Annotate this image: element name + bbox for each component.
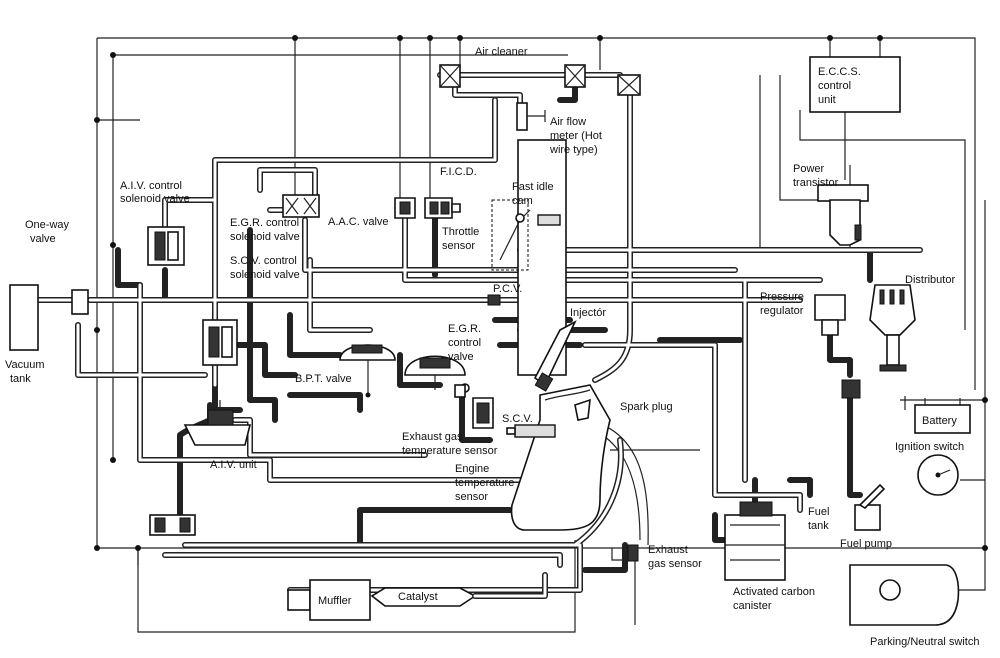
- scv-control-solenoid-valve: [202, 319, 238, 366]
- label-scv-solenoid-2: solenoid valve: [230, 269, 300, 281]
- aiv-unit: [149, 400, 252, 536]
- air-cleaner: [439, 64, 641, 96]
- battery: [914, 398, 971, 434]
- labels: Air cleaner E.C.C.S. control unit Air fl…: [5, 46, 979, 648]
- label-one-way-valve: One-way: [25, 219, 70, 231]
- vacuum-tank: [9, 284, 39, 351]
- label-parking-neutral-switch: Parking/Neutral switch: [870, 636, 979, 648]
- label-catalyst: Catalyst: [398, 591, 438, 603]
- label-pressure-regulator: Pressure: [760, 291, 804, 303]
- muffler: [309, 579, 371, 621]
- aiv-control-solenoid-valve: [147, 226, 185, 266]
- label-air-cleaner: Air cleaner: [475, 46, 528, 58]
- label-battery: Battery: [922, 415, 957, 427]
- label-exhaust-gas-temp-2: temperature sensor: [402, 445, 498, 457]
- label-vacuum-tank: Vacuum: [5, 359, 45, 371]
- label-canister: Activated carbon: [733, 586, 815, 598]
- label-scv: S.C.V.: [502, 413, 533, 425]
- injector: [533, 320, 577, 392]
- label-egr-valve-2: control: [448, 337, 481, 349]
- label-vacuum-tank-2: tank: [10, 373, 31, 385]
- pcv-valve: [487, 294, 501, 306]
- fuel-pump: [841, 379, 861, 399]
- activated-carbon-canister: [724, 501, 786, 581]
- label-eccs-2: control: [818, 80, 851, 92]
- distributor: [869, 284, 916, 372]
- label-pcv: P.C.V.: [493, 283, 522, 295]
- label-throttle-sensor-2: sensor: [442, 240, 475, 252]
- label-exhaust-gas-sensor: Exhaust: [648, 544, 688, 556]
- label-engine-temp-3: sensor: [455, 491, 488, 503]
- label-aiv-control: A.I.V. control: [120, 180, 182, 192]
- label-fast-idle-cam: Fast idle: [512, 181, 554, 193]
- engine-cylinder: [510, 384, 611, 531]
- exhaust-gas-temperature-sensor: [454, 384, 466, 398]
- label-canister-2: canister: [733, 600, 772, 612]
- label-power-transistor-2: transistor: [793, 177, 839, 189]
- label-aac-valve: A.A.C. valve: [328, 216, 389, 228]
- label-engine-temp: Engine: [455, 463, 489, 475]
- label-muffler: Muffler: [318, 595, 352, 607]
- exhaust-gas-sensor: [627, 544, 639, 562]
- label-air-flow-meter: Air flow: [550, 116, 586, 128]
- label-aiv-unit: A.I.V. unit: [210, 459, 257, 471]
- aac-valve: [394, 197, 416, 219]
- label-egr-valve: E.G.R.: [448, 323, 481, 335]
- label-egr-solenoid: E.G.R. control: [230, 217, 299, 229]
- label-spark-plug: Spark plug: [620, 401, 673, 413]
- label-power-transistor: Power: [793, 163, 825, 175]
- label-fuel-tank: Fuel: [808, 506, 829, 518]
- label-exhaust-gas-temp: Exhaust gas: [402, 431, 463, 443]
- label-injector: Injectór: [570, 307, 606, 319]
- ficd-valve: [424, 197, 461, 219]
- fuel-tank: [854, 483, 886, 531]
- label-scv-solenoid: S.C.V. control: [230, 255, 297, 267]
- ignition-switch: [917, 454, 959, 496]
- label-air-flow-meter-2: meter (Hot: [550, 130, 602, 142]
- label-distributor: Distributor: [905, 274, 955, 286]
- label-throttle-sensor: Throttle: [442, 226, 479, 238]
- junction-dots: [94, 35, 988, 551]
- parking-neutral-switch: [849, 564, 960, 626]
- label-fuel-tank-2: tank: [808, 520, 829, 532]
- scv-valve: [472, 397, 494, 429]
- label-fuel-pump: Fuel pump: [840, 538, 892, 550]
- egr-control-solenoid-valve: [282, 194, 320, 218]
- label-eccs: E.C.C.S.: [818, 66, 861, 78]
- one-way-valve: [71, 289, 89, 315]
- label-air-flow-meter-3: wire type): [549, 144, 598, 156]
- power-transistor: [817, 184, 869, 246]
- label-eccs-3: unit: [818, 94, 836, 106]
- eccs-control-unit: [809, 56, 901, 113]
- label-pressure-regulator-2: regulator: [760, 305, 804, 317]
- bpt-valve: [339, 344, 396, 398]
- catalyst: [370, 587, 477, 607]
- label-egr-solenoid-2: solenoid valve: [230, 231, 300, 243]
- label-fast-idle-cam-2: cam: [512, 195, 533, 207]
- label-ignition-switch: Ignition switch: [895, 441, 964, 453]
- exhaust-system: [287, 572, 548, 621]
- pressure-regulator: [814, 294, 846, 336]
- label-bpt-valve: B.P.T. valve: [295, 373, 352, 385]
- label-exhaust-gas-sensor-2: gas sensor: [648, 558, 702, 570]
- label-aiv-control-2: solenoid valve: [120, 193, 190, 205]
- label-egr-valve-3: valve: [448, 351, 474, 363]
- label-engine-temp-2: temperature: [455, 477, 514, 489]
- label-ficd: F.I.C.D.: [440, 166, 477, 178]
- label-one-way-valve-2: valve: [30, 233, 56, 245]
- engine-temperature-sensor: [506, 424, 556, 438]
- spark-plug: [574, 398, 591, 421]
- air-flow-meter: [516, 102, 546, 131]
